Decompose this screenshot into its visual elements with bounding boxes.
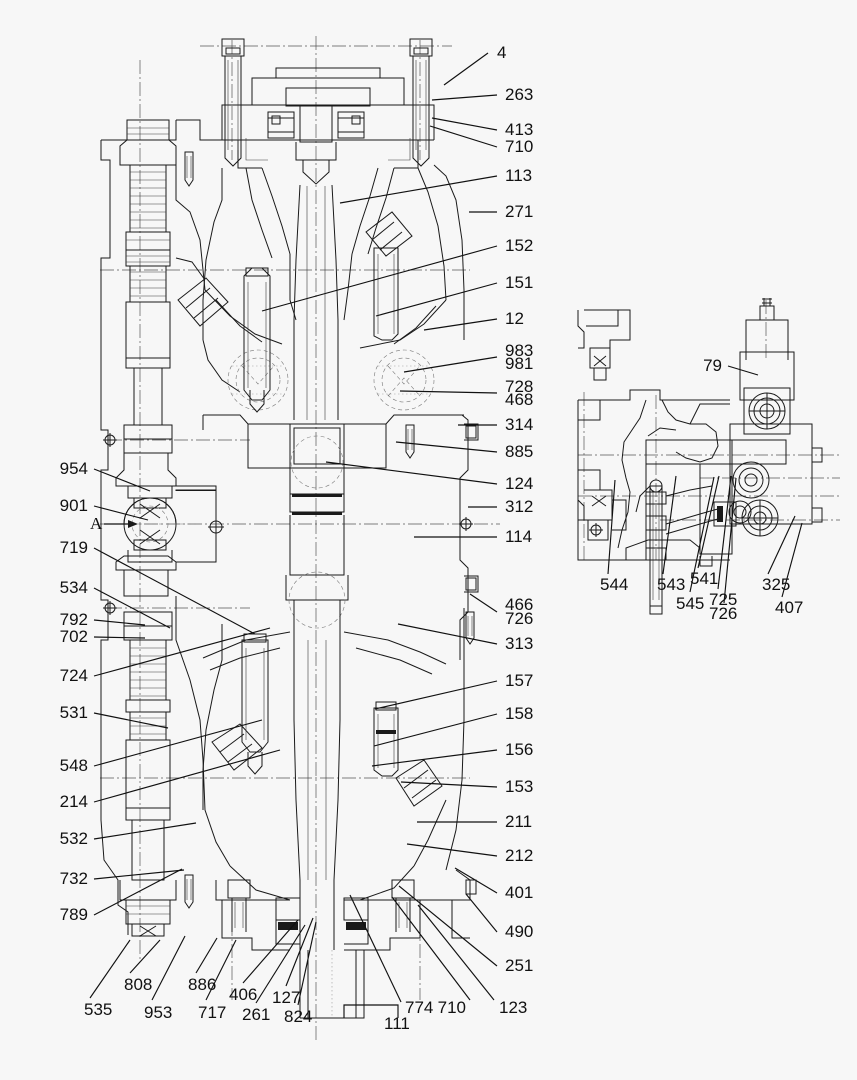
callout-406: 406 <box>229 985 258 1004</box>
main-section-view <box>89 36 500 1040</box>
top-cover-assembly <box>221 67 435 185</box>
callout-732: 732 <box>59 869 88 888</box>
callout-468: 468 <box>505 390 534 409</box>
callout-543: 543 <box>657 575 686 594</box>
callout-325: 325 <box>762 575 791 594</box>
callout-313: 313 <box>505 634 534 653</box>
callout-312: 312 <box>505 497 534 516</box>
callout-886: 886 <box>188 975 217 994</box>
callout-157: 157 <box>505 671 534 690</box>
leader-lines-right <box>261 52 498 1001</box>
plunger-upper-left <box>243 267 271 413</box>
callout-710: 710 <box>505 137 534 156</box>
plunger-lower-right <box>373 701 399 777</box>
callout-953: 953 <box>144 1003 173 1022</box>
callout-728: 728 <box>505 377 534 396</box>
bracket-housing <box>577 309 730 561</box>
detail-casting <box>617 399 787 567</box>
callout-212: 212 <box>505 846 534 865</box>
callout-535: 535 <box>84 1000 113 1019</box>
callout-541: 541 <box>690 569 719 588</box>
callout-151: 151 <box>505 273 534 292</box>
callout-725: 725 <box>709 590 738 609</box>
callout-534: 534 <box>59 578 88 597</box>
mid-outer-flange <box>459 414 479 660</box>
lower-left-stud <box>123 611 173 881</box>
callout-153: 153 <box>505 777 534 796</box>
callout-901: 901 <box>59 496 88 515</box>
mid-flange <box>202 414 464 629</box>
callout-824: 824 <box>284 1007 313 1026</box>
dowel-pin-lower <box>184 874 194 909</box>
callout-983: 983 <box>505 341 534 360</box>
callout-114: 114 <box>505 527 533 546</box>
callout-774: 774 <box>405 998 434 1017</box>
callout-123: 123 <box>499 998 528 1017</box>
callout-545: 545 <box>676 594 705 613</box>
bottom-left-nut <box>119 880 177 937</box>
callout-407: 407 <box>775 598 804 617</box>
plunger-upper-right <box>365 211 413 341</box>
callout-726: 726 <box>505 609 534 628</box>
dowel-pin-upper <box>184 151 194 187</box>
callout-211: 211 <box>505 812 533 831</box>
valve-body <box>729 298 823 537</box>
lower-casting <box>175 596 465 901</box>
callout-152: 152 <box>505 236 534 255</box>
leader-lines-bottom <box>89 894 402 1018</box>
callout-981: 981 <box>505 354 534 373</box>
callout-261: 261 <box>242 1005 271 1024</box>
callout-717: 717 <box>198 1003 227 1022</box>
callout-724: 724 <box>59 666 88 685</box>
callout-466: 466 <box>505 595 534 614</box>
callout-789: 789 <box>59 905 88 924</box>
section-marker-a: A <box>90 514 103 533</box>
callout-158: 158 <box>505 704 534 723</box>
callout-531: 531 <box>59 703 88 722</box>
callout-124: 124 <box>505 474 534 493</box>
callout-12: 12 <box>505 309 524 328</box>
callout-401: 401 <box>505 883 534 902</box>
upper-casting <box>175 164 465 420</box>
callout-726: 726 <box>709 604 738 623</box>
callout-413: 413 <box>505 120 534 139</box>
callout-79: 79 <box>703 356 722 375</box>
callout-263: 263 <box>505 85 534 104</box>
callout-214: 214 <box>59 792 88 811</box>
top-bolt-right <box>409 38 433 167</box>
callout-532: 532 <box>59 829 88 848</box>
callout-111: 111 <box>384 1014 410 1033</box>
section-arrow-a <box>104 520 138 528</box>
upper-left-stud <box>119 119 177 454</box>
callout-548: 548 <box>59 756 88 775</box>
detail-leader-lines <box>607 365 803 604</box>
callout-710b: 710 <box>437 998 466 1017</box>
callout-954: 954 <box>59 459 88 478</box>
callout-885: 885 <box>505 442 534 461</box>
bottom-cover-assembly <box>215 869 477 1019</box>
callout-271: 271 <box>505 202 534 221</box>
callout-127: 127 <box>272 988 301 1007</box>
top-bolt-left <box>221 38 245 167</box>
callout-490: 490 <box>505 922 534 941</box>
detail-view-right <box>577 298 840 615</box>
dowel-pin-mid <box>405 424 415 459</box>
callout-544: 544 <box>600 575 629 594</box>
callout-808: 808 <box>124 975 153 994</box>
callout-792: 792 <box>59 610 88 629</box>
leader-lines-left <box>93 468 281 916</box>
callout-719: 719 <box>59 538 88 557</box>
callout-113: 113 <box>505 166 533 185</box>
callout-314: 314 <box>505 415 534 434</box>
swash-block-upper-left <box>177 277 229 327</box>
dowel-pin-mid2 <box>465 611 475 645</box>
callout-702: 702 <box>59 627 88 646</box>
callout-251: 251 <box>505 956 534 975</box>
callout-156: 156 <box>505 740 534 759</box>
callout-4: 4 <box>497 43 507 62</box>
